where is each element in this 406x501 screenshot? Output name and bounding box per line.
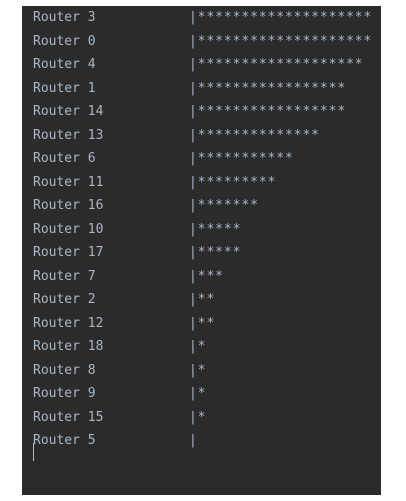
router-label: Router 11: [33, 174, 104, 190]
console-line: Router 7 |***: [22, 265, 381, 289]
router-label: Router 0: [33, 33, 96, 49]
histogram-bar: |*****************: [189, 80, 347, 96]
console-lines: Router 3 |******************** Router 0 |**…: [22, 6, 381, 453]
console-line: Router 8 |*: [22, 359, 381, 383]
router-label: Router 14: [33, 104, 104, 119]
histogram-bar: |*****: [189, 221, 242, 237]
console-line: Router 6 |***********: [22, 147, 381, 171]
console-line: Router 3 |********************: [22, 6, 381, 30]
console-line: Router 13 |**************: [22, 124, 381, 148]
router-label: Router 2: [33, 292, 96, 307]
histogram-bar: |*******: [189, 198, 259, 213]
text-caret: [33, 443, 34, 461]
router-label: Router 3: [33, 10, 96, 25]
histogram-bar: |***********: [189, 151, 294, 166]
console-line: Router 1 |*****************: [22, 77, 381, 101]
console-line: Router 5 |: [22, 429, 381, 453]
console-line: Router 15 |*: [22, 406, 381, 430]
histogram-bar: |*****************: [189, 104, 347, 119]
console-line: Router 14 |*****************: [22, 100, 381, 124]
router-label: Router 17: [33, 245, 104, 260]
histogram-bar: |***: [189, 268, 224, 284]
console-line: Router 12 |**: [22, 312, 381, 336]
console-output-panel[interactable]: Router 3 |******************** Router 0 |**…: [22, 6, 381, 495]
router-label: Router 15: [33, 409, 104, 425]
histogram-bar: |**************: [189, 127, 320, 143]
router-label: Router 18: [33, 339, 104, 354]
histogram-bar: |*********: [189, 174, 277, 190]
histogram-bar: |*: [189, 386, 207, 401]
router-label: Router 1: [33, 80, 96, 96]
router-label: Router 12: [33, 315, 104, 331]
histogram-bar: |********************: [189, 10, 373, 25]
console-line: Router 2 |**: [22, 288, 381, 312]
histogram-bar: |*: [189, 339, 207, 354]
router-label: Router 16: [33, 198, 104, 213]
router-label: Router 10: [33, 221, 104, 237]
console-line: Router 9 |*: [22, 382, 381, 406]
router-label: Router 8: [33, 362, 96, 378]
histogram-bar: |*: [189, 409, 207, 425]
console-line: Router 17 |*****: [22, 241, 381, 265]
router-label: Router 5: [33, 433, 96, 448]
histogram-bar: |*****: [189, 245, 242, 260]
router-label: Router 6: [33, 151, 96, 166]
histogram-bar: |**: [189, 315, 216, 331]
histogram-bar: |: [189, 433, 198, 448]
histogram-bar: |********************: [189, 33, 373, 49]
console-line: Router 18 |*: [22, 335, 381, 359]
router-label: Router 13: [33, 127, 104, 143]
console-line: Router 11 |*********: [22, 171, 381, 195]
histogram-bar: |*******************: [189, 57, 364, 72]
histogram-bar: |*: [189, 362, 207, 378]
console-line: Router 10 |*****: [22, 218, 381, 242]
histogram-bar: |**: [189, 292, 216, 307]
router-label: Router 7: [33, 268, 96, 284]
console-line: Router 4 |*******************: [22, 53, 381, 77]
console-line: Router 16 |*******: [22, 194, 381, 218]
console-line: Router 0 |********************: [22, 30, 381, 54]
router-label: Router 9: [33, 386, 96, 401]
router-label: Router 4: [33, 57, 96, 72]
